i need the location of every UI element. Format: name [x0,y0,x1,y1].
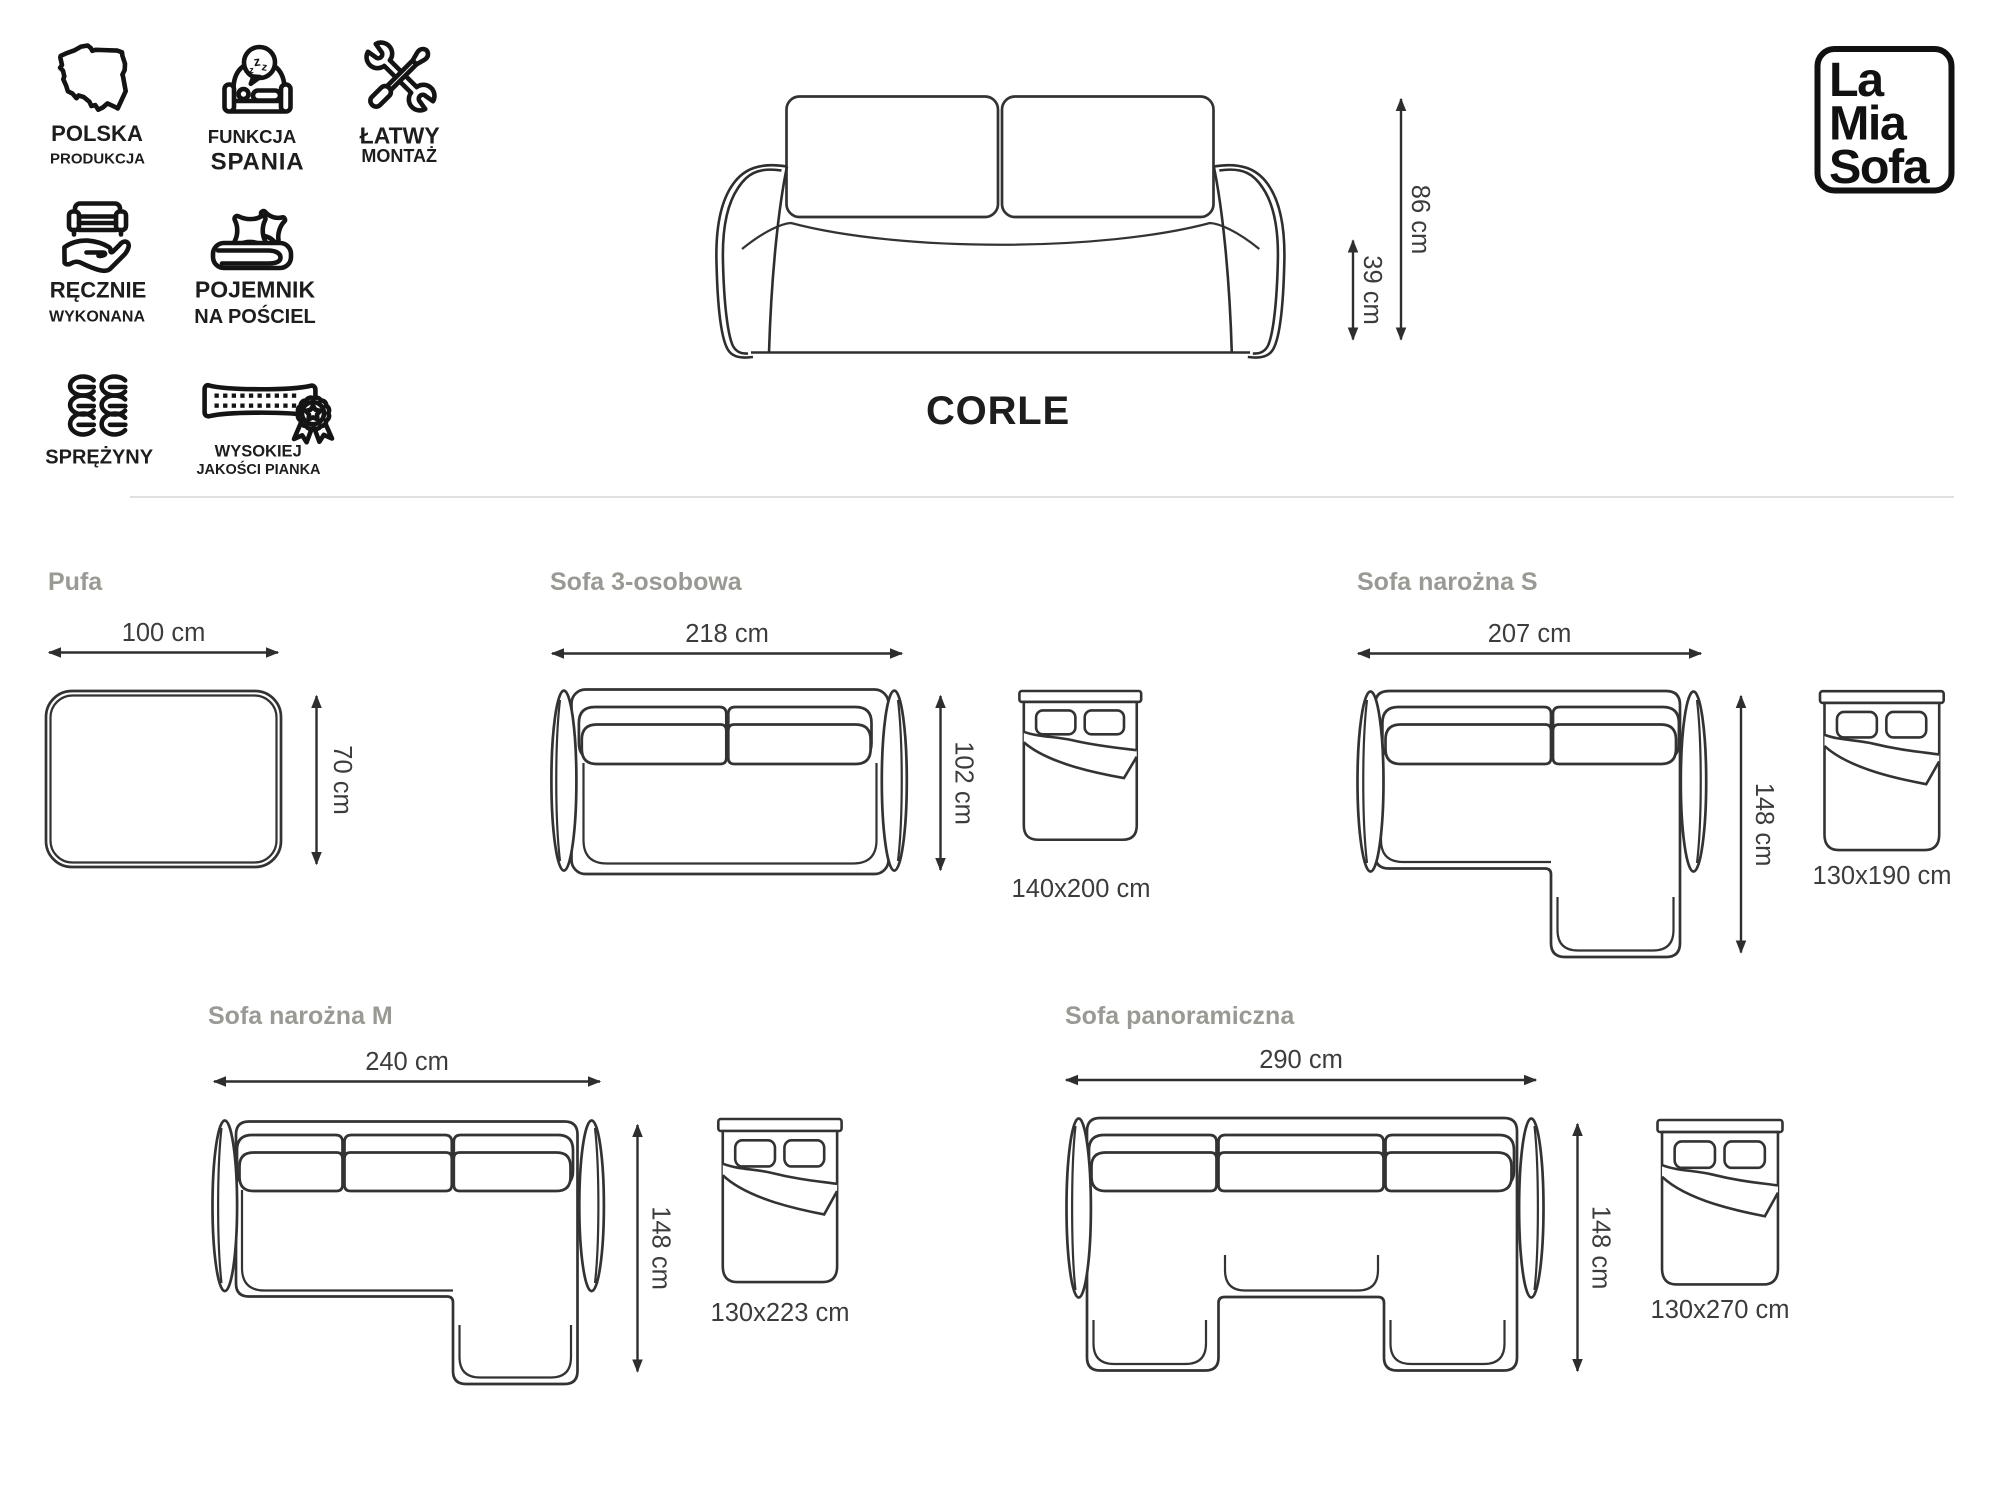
svg-text:RĘCZNIE: RĘCZNIE [50,278,147,303]
svg-text:218 cm: 218 cm [685,620,769,648]
svg-text:Sofa panoramiczna: Sofa panoramiczna [1065,1002,1295,1030]
svg-text:FUNKCJA: FUNKCJA [208,126,296,147]
svg-text:102 cm: 102 cm [950,741,978,825]
svg-text:SPRĘŻYNY: SPRĘŻYNY [45,446,153,469]
svg-text:240 cm: 240 cm [365,1048,449,1076]
svg-text:70 cm: 70 cm [328,745,356,814]
svg-text:CORLE: CORLE [926,389,1070,433]
svg-text:MONTAŻ: MONTAŻ [361,146,437,166]
svg-text:140x200 cm: 140x200 cm [1012,875,1151,903]
svg-text:Sofa 3-osobowa: Sofa 3-osobowa [550,568,743,596]
svg-text:Sofa narożna M: Sofa narożna M [208,1002,393,1030]
svg-text:POJEMNIK: POJEMNIK [195,277,316,303]
svg-text:207 cm: 207 cm [1488,620,1572,648]
svg-text:WYSOKIEJ: WYSOKIEJ [215,443,302,461]
svg-text:148 cm: 148 cm [647,1206,675,1290]
svg-text:ŁATWY: ŁATWY [360,123,440,149]
svg-text:SPANIA: SPANIA [211,149,305,176]
svg-text:130x223 cm: 130x223 cm [711,1299,850,1327]
svg-text:130x270 cm: 130x270 cm [1651,1296,1790,1324]
svg-text:z: z [253,54,262,70]
svg-text:Sofa: Sofa [1829,140,1931,194]
svg-text:Sofa narożna S: Sofa narożna S [1357,568,1538,596]
svg-text:Pufa: Pufa [48,568,103,596]
svg-text:NA POŚCIEL: NA POŚCIEL [194,304,316,328]
svg-text:Mia: Mia [1829,97,1908,151]
svg-text:100 cm: 100 cm [122,619,206,647]
svg-text:PRODUKCJA: PRODUKCJA [50,151,145,168]
svg-text:La: La [1829,53,1885,107]
svg-text:86 cm: 86 cm [1406,185,1434,254]
svg-text:148 cm: 148 cm [1587,1206,1615,1290]
svg-text:WYKONANA: WYKONANA [49,309,145,326]
svg-text:130x190 cm: 130x190 cm [1813,862,1952,890]
svg-text:z: z [249,65,254,75]
svg-text:z: z [261,61,269,74]
svg-text:JAKOŚCI PIANKA: JAKOŚCI PIANKA [196,460,321,478]
svg-text:POLSKA: POLSKA [51,121,143,146]
svg-text:290 cm: 290 cm [1259,1046,1343,1074]
svg-text:148 cm: 148 cm [1750,783,1778,867]
svg-text:39 cm: 39 cm [1358,255,1386,324]
